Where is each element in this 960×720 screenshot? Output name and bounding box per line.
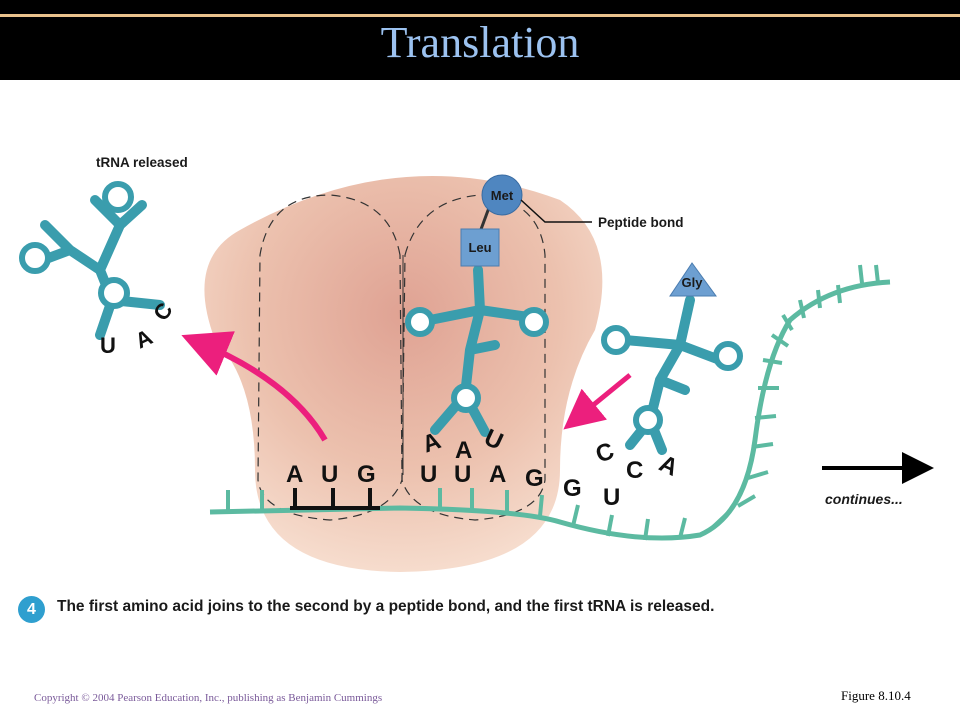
- gly-trna: [620, 295, 730, 455]
- mrna-base-3: U: [603, 484, 620, 511]
- release-arrow: [181, 331, 328, 442]
- released-trna: [33, 195, 165, 340]
- gly-amino-acid: [669, 262, 717, 297]
- mrna-ticks: [226, 264, 880, 541]
- leu-anticodon-2: A: [455, 437, 472, 464]
- peptide-bond-pointer: [520, 199, 592, 223]
- mrna-base-1: G: [525, 465, 544, 492]
- p-site-pairing-bar: [290, 488, 380, 510]
- codon-base-1: A: [286, 461, 303, 488]
- step-caption: The first amino acid joins to the second…: [57, 598, 715, 615]
- copyright-notice: Copyright © 2004 Pearson Education, Inc.…: [34, 692, 383, 704]
- leu-label: Leu: [468, 240, 491, 255]
- met-amino-acid: [481, 174, 523, 216]
- a-site-outline: [401, 194, 546, 521]
- mrna-base-2: G: [563, 475, 582, 502]
- trna-released-label: tRNA released: [96, 155, 188, 170]
- peptide-bond-label: Peptide bond: [598, 215, 684, 230]
- continues-label: continues...: [825, 491, 903, 507]
- gly-label: Gly: [682, 275, 704, 290]
- incoming-arrow: [563, 373, 632, 430]
- released-trna-loops: [19, 181, 134, 309]
- gly-anticodon-2: C: [626, 457, 643, 484]
- met-label: Met: [491, 188, 514, 203]
- codon-base-5: U: [454, 461, 471, 488]
- codon-base-2: U: [321, 461, 338, 488]
- title-rule: [0, 14, 960, 17]
- leu-amino-acid: [460, 228, 500, 267]
- slide-title: Translation: [380, 18, 580, 67]
- released-anticodon-1: U: [100, 333, 116, 358]
- title-bar: Translation: [0, 0, 960, 80]
- released-anticodon-2: A: [131, 324, 156, 353]
- leu-trna-loops: [405, 307, 549, 413]
- gly-trna-loops: [601, 325, 743, 435]
- leu-trna: [425, 265, 540, 437]
- codon-base-4: U: [420, 461, 437, 488]
- figure-reference: Figure 8.10.4: [841, 688, 911, 703]
- gly-anticodon-3: A: [655, 450, 682, 482]
- p-site-outline: [257, 194, 403, 521]
- step-number-badge: 4: [18, 596, 45, 623]
- codon-base-6: A: [489, 461, 506, 488]
- codon-base-3: G: [357, 461, 376, 488]
- gly-anticodon-1: C: [592, 437, 618, 468]
